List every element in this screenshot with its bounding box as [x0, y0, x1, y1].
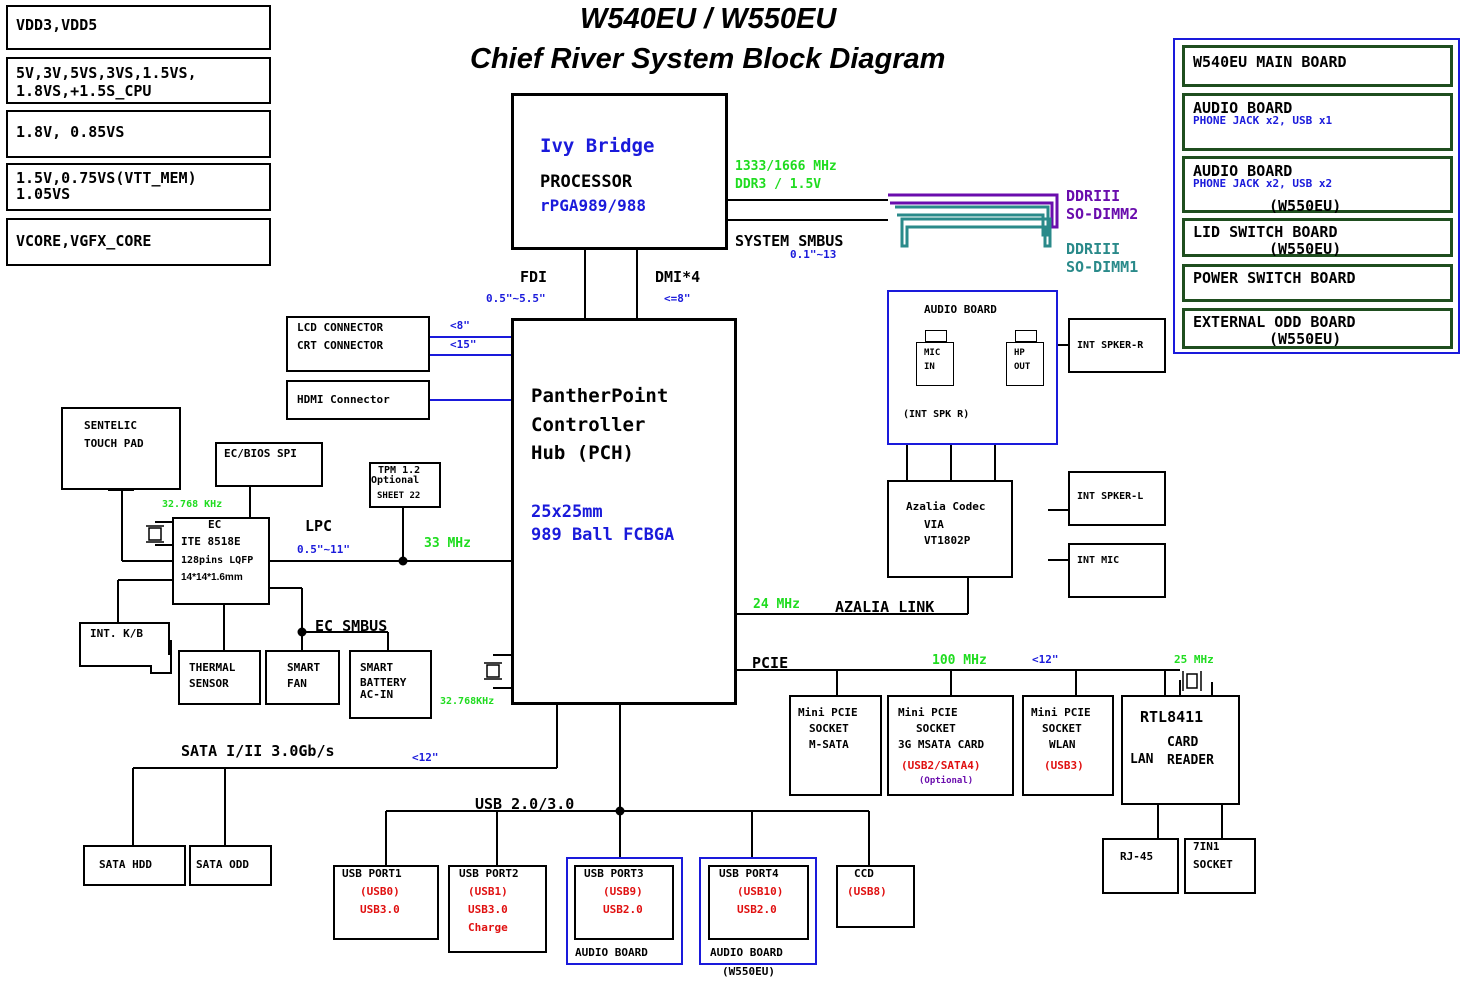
legend-power-switch-board: POWER SWITCH BOARD	[1182, 264, 1453, 302]
sata-odd: SATA ODD	[189, 845, 272, 886]
legend-audio-board-2: AUDIO BOARD PHONE JACK x2, USB x2 (W550E…	[1182, 156, 1453, 214]
usb-bus-label: USB 2.0/3.0	[475, 795, 575, 813]
so-dimm1: SO-DIMM1	[1066, 258, 1139, 276]
cpu-block: Ivy Bridge PROCESSOR rPGA989/988	[511, 93, 728, 250]
mini-pcie-msata: Mini PCIE SOCKET M-SATA	[789, 695, 882, 796]
int-mic: INT MIC	[1068, 543, 1166, 598]
ec-smbus-label: EC SMBUS	[315, 617, 388, 635]
card-reader-socket: 7IN1 SOCKET	[1184, 838, 1256, 894]
usb-port2: USB PORT2 (USB1) USB3.0 Charge	[448, 865, 547, 953]
thermal-sensor: THERMAL SENSOR	[178, 650, 261, 705]
diagram-subtitle: Chief River System Block Diagram	[470, 43, 946, 75]
cpu-package: rPGA989/988	[540, 196, 646, 215]
usb-port3-audio-board: AUDIO BOARD	[566, 857, 683, 965]
power-legend-1v8: 1.8V, 0.85VS	[6, 110, 271, 158]
usb-port4: USB PORT4 (USB10) USB2.0	[708, 865, 809, 940]
rtl8411-controller: RTL8411 CARD LAN READER	[1121, 695, 1240, 805]
audio-board-block: AUDIO BOARD MIC IN HP OUT (INT SPK R)	[887, 290, 1058, 445]
legend-external-odd-board: EXTERNAL ODD BOARD (W550EU)	[1182, 308, 1453, 349]
int-speaker-l: INT SPKER-L	[1068, 471, 1166, 526]
system-smbus-label: SYSTEM SMBUS	[735, 232, 844, 250]
so-dimm2: SO-DIMM2	[1066, 205, 1139, 223]
hdmi-connector: HDMI Connector	[286, 380, 430, 420]
power-legend-1v5: 1.5V,0.75VS(VTT_MEM) 1.05VS	[6, 163, 271, 211]
pch-block: PantherPoint Controller Hub (PCH) 25x25m…	[511, 318, 737, 705]
mic-in-jack: MIC IN	[916, 342, 954, 386]
ec-chip: EC ITE 8518E 128pins LQFP 14*14*1.6mm	[172, 517, 270, 605]
legend-audio-board-1: AUDIO BOARD PHONE JACK x2, USB x1	[1182, 93, 1453, 151]
power-legend-5v: 5V,3V,5VS,3VS,1.5VS, 1.8VS,+1.5S_CPU	[6, 57, 271, 104]
lcd-crt-connector: LCD CONNECTOR CRT CONNECTOR	[286, 316, 430, 372]
legend-main-board: W540EU MAIN BOARD	[1182, 45, 1453, 87]
usb-port1: USB PORT1 (USB0) USB3.0	[333, 865, 439, 940]
azalia-codec: Azalia Codec VIA VT1802P	[887, 480, 1013, 578]
mini-pcie-3g-card: Mini PCIE SOCKET 3G MSATA CARD (USB2/SAT…	[887, 695, 1014, 796]
sata-label: SATA I/II 3.0Gb/s	[181, 742, 335, 760]
legend-lid-switch-board: LID SWITCH BOARD (W550EU)	[1182, 218, 1453, 257]
power-legend-vcore: VCORE,VGFX_CORE	[6, 218, 271, 266]
cpu-name: Ivy Bridge	[540, 135, 655, 157]
touch-pad: SENTELIC TOUCH PAD	[61, 407, 181, 490]
ec-bios-spi: EC/BIOS SPI	[215, 442, 323, 487]
tpm-module: TPM 1.2 Optional SHEET 22	[369, 462, 441, 508]
int-speaker-r: INT SPKER-R	[1068, 318, 1166, 373]
usb-port3: USB PORT3 (USB9) USB2.0	[574, 865, 674, 940]
smart-battery: SMART BATTERY AC-IN	[349, 650, 432, 719]
mini-pcie-wlan: Mini PCIE SOCKET WLAN (USB3)	[1022, 695, 1114, 796]
pcie-bus-label: PCIE	[752, 654, 789, 672]
diagram-title: W540EU / W550EU	[580, 3, 837, 35]
ccd-camera: CCD (USB8)	[836, 865, 915, 928]
sata-hdd: SATA HDD	[83, 845, 186, 886]
hp-out-jack: HP OUT	[1006, 342, 1044, 386]
cpu-type: PROCESSOR	[540, 172, 633, 192]
usb-port4-audio-board: AUDIO BOARD	[699, 857, 817, 965]
smart-fan: SMART FAN	[265, 650, 340, 705]
rj45-jack: RJ-45	[1102, 838, 1179, 894]
power-legend-vdd: VDD3,VDD5	[6, 5, 271, 50]
boards-legend	[1173, 38, 1460, 354]
